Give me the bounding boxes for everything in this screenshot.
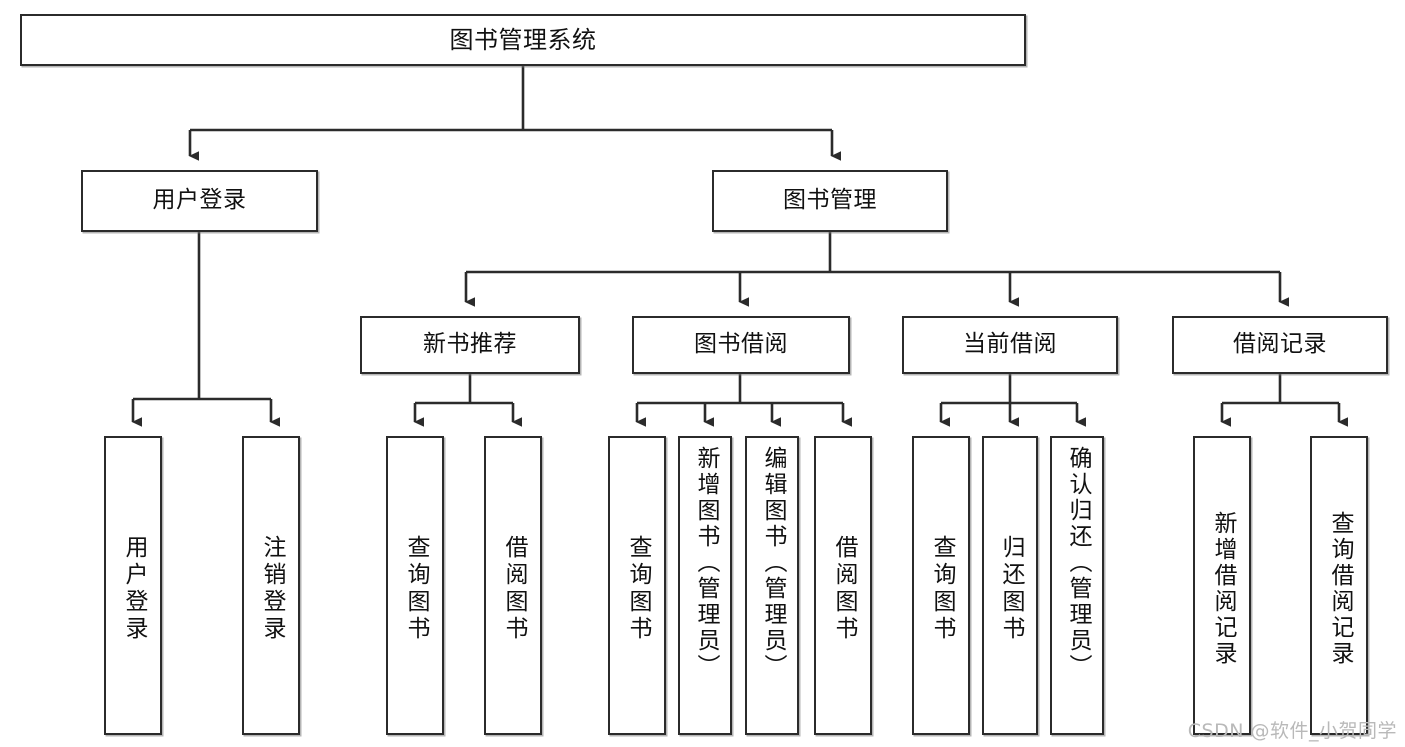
watermark: CSDN @软件_小贺同学 (1187, 720, 1397, 742)
leaf-query-borrow-record[interactable]: 查询借阅记录 (1310, 436, 1368, 735)
node-book-management-label: 图书管理 (783, 187, 877, 214)
leaf-query-borrow-record-label: 查询借阅记录 (1326, 510, 1353, 667)
leaf-query-book-borrow-label: 查询图书 (624, 534, 651, 643)
leaf-add-borrow-record[interactable]: 新增借阅记录 (1193, 436, 1251, 735)
leaf-confirm-return-admin[interactable]: 确认归还（管理员） (1050, 436, 1104, 735)
leaf-logout[interactable]: 注销登录 (242, 436, 300, 735)
node-root[interactable]: 图书管理系统 (20, 14, 1026, 66)
leaf-logout-label: 注销登录 (258, 534, 285, 643)
node-root-label: 图书管理系统 (449, 25, 597, 54)
leaf-add-borrow-record-label: 新增借阅记录 (1209, 510, 1236, 667)
node-book-borrow[interactable]: 图书借阅 (632, 316, 850, 374)
leaf-edit-book-admin-label: 编辑图书（管理员） (759, 446, 786, 680)
leaf-query-book-current-label: 查询图书 (928, 534, 955, 643)
leaf-query-book-current[interactable]: 查询图书 (912, 436, 970, 735)
leaf-add-book-admin-label: 新增图书（管理员） (692, 446, 719, 680)
leaf-borrow-book-borrow-label: 借阅图书 (830, 534, 857, 643)
leaf-user-login-label: 用户登录 (120, 534, 147, 643)
leaf-edit-book-admin[interactable]: 编辑图书（管理员） (745, 436, 799, 735)
node-new-book-recommend[interactable]: 新书推荐 (360, 316, 580, 374)
leaf-user-login[interactable]: 用户登录 (104, 436, 162, 735)
node-user-login[interactable]: 用户登录 (81, 170, 318, 232)
leaf-borrow-book-new[interactable]: 借阅图书 (484, 436, 542, 735)
leaf-query-book-borrow[interactable]: 查询图书 (608, 436, 666, 735)
leaf-confirm-return-admin-label: 确认归还（管理员） (1064, 446, 1091, 680)
node-book-management[interactable]: 图书管理 (712, 170, 948, 232)
node-book-borrow-label: 图书借阅 (694, 331, 788, 358)
leaf-query-book-new[interactable]: 查询图书 (386, 436, 444, 735)
node-borrow-record[interactable]: 借阅记录 (1172, 316, 1388, 374)
leaf-return-book[interactable]: 归还图书 (982, 436, 1038, 735)
leaf-borrow-book-new-label: 借阅图书 (500, 534, 527, 643)
node-user-login-label: 用户登录 (152, 187, 247, 214)
leaf-query-book-new-label: 查询图书 (402, 534, 429, 643)
node-current-borrow[interactable]: 当前借阅 (902, 316, 1118, 374)
leaf-borrow-book-borrow[interactable]: 借阅图书 (814, 436, 872, 735)
leaf-return-book-label: 归还图书 (997, 534, 1024, 643)
node-borrow-record-label: 借阅记录 (1233, 331, 1327, 358)
leaf-add-book-admin[interactable]: 新增图书（管理员） (678, 436, 732, 735)
node-current-borrow-label: 当前借阅 (963, 331, 1057, 358)
node-new-book-recommend-label: 新书推荐 (423, 331, 517, 358)
